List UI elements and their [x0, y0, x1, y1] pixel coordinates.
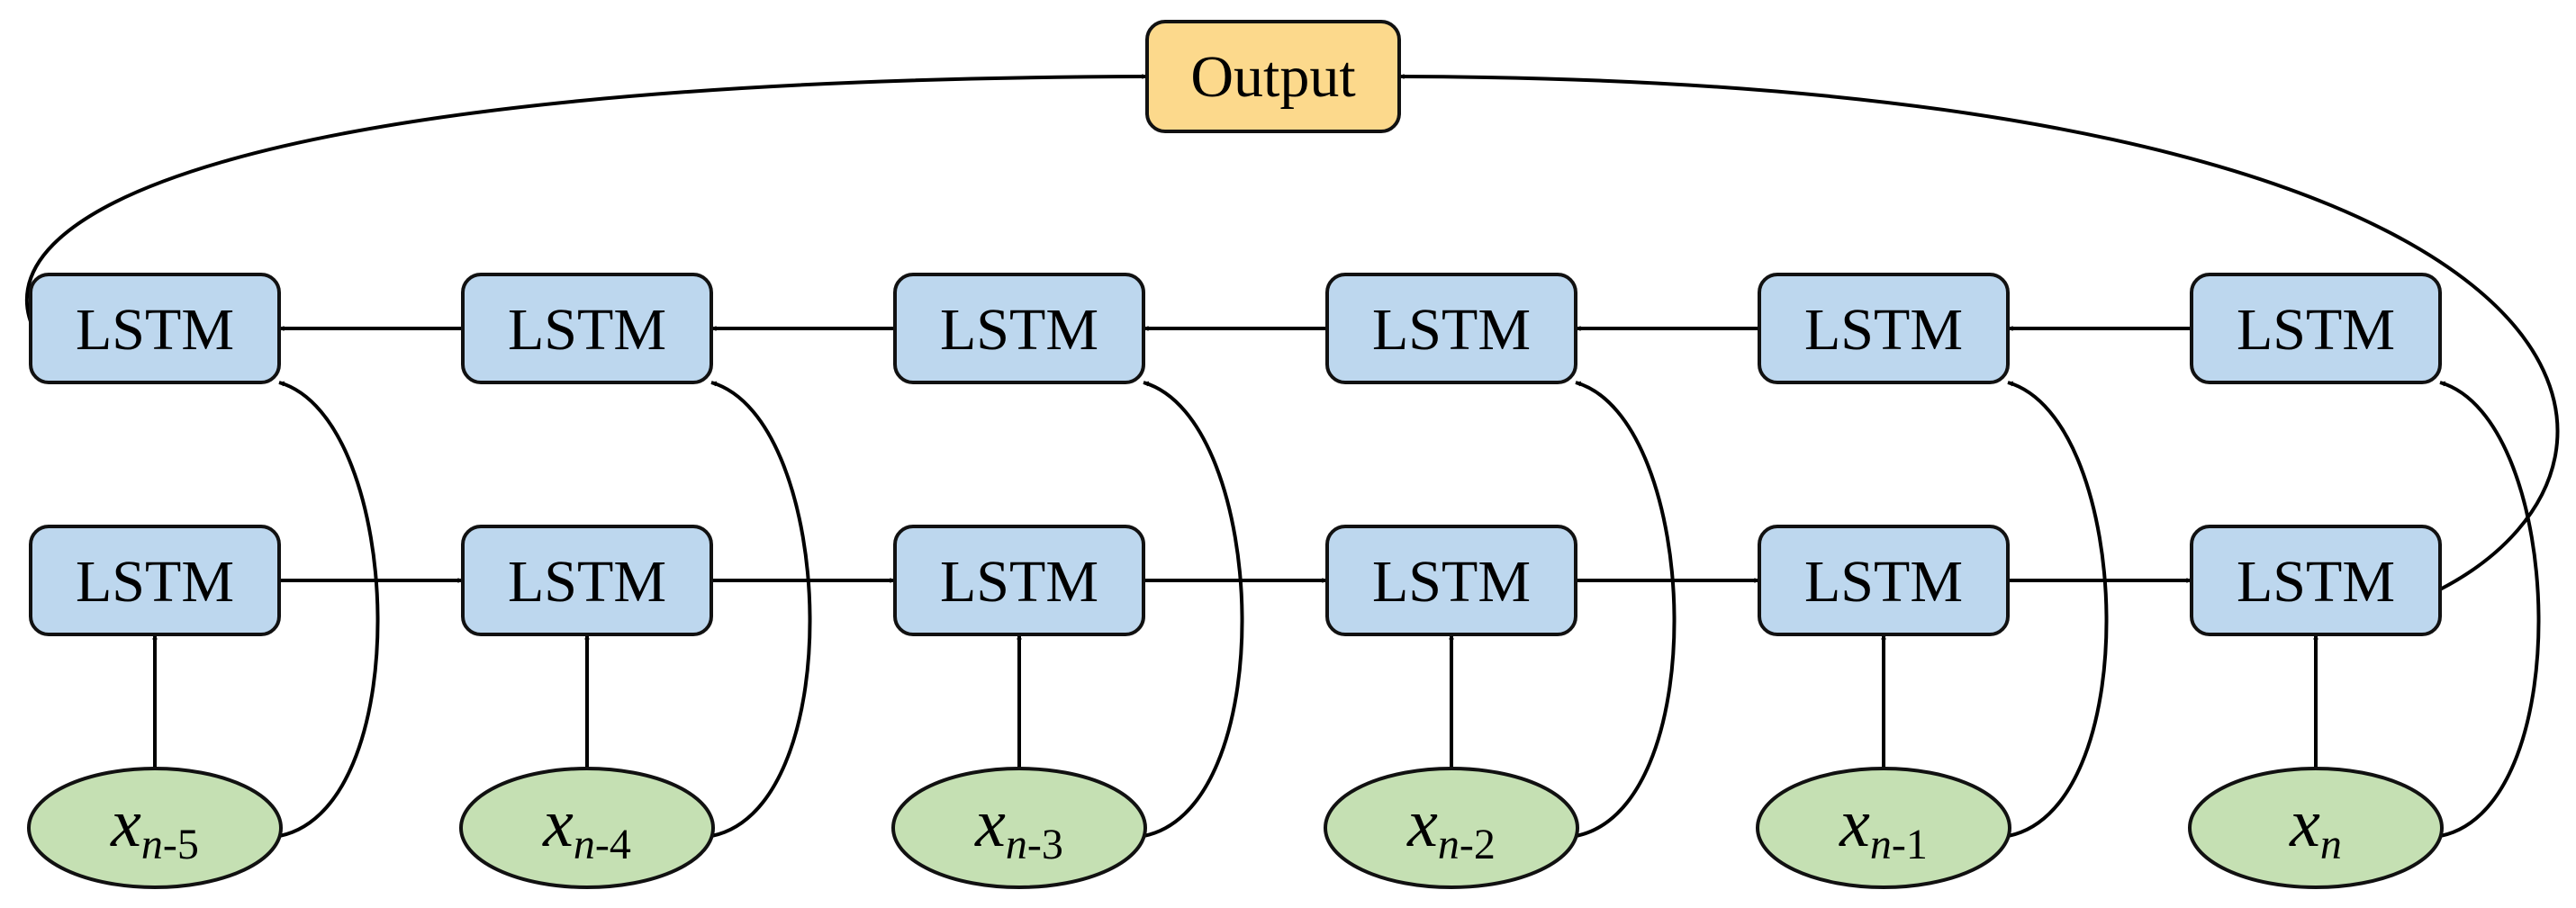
input-to-backward-arrow [2002, 381, 2109, 839]
input-ellipse [459, 767, 715, 889]
backward-lstm-6-label: LSTM [2237, 297, 2395, 363]
forward-lstm-3-label: LSTM [940, 549, 1098, 615]
input-subscript-var: n [141, 821, 163, 868]
input-base: x [2289, 786, 2320, 861]
input-ellipse [2188, 767, 2444, 889]
forward-lstm-1-label: LSTM [76, 549, 234, 615]
forward-lstm-5-label: LSTM [1804, 549, 1963, 615]
input-subscript-var: n [2320, 821, 2342, 868]
backward-lstm-4-label: LSTM [1372, 297, 1531, 363]
backward-lstm-1-box [29, 273, 281, 384]
backward-lstm-5-label: LSTM [1804, 297, 1963, 363]
input-subscript-index: -4 [595, 821, 631, 868]
input-node-6: xn [2188, 767, 2444, 889]
input-label: xn-2 [1406, 786, 1496, 868]
input-subscript-var: n [1438, 821, 1460, 868]
input-subscript-var: n [574, 821, 595, 868]
input-subscript-index: -3 [1027, 821, 1063, 868]
backward-lstm-5: LSTM [1758, 273, 2010, 384]
input-to-backward-arrow [273, 381, 380, 839]
forward-lstm-1: LSTM [29, 525, 281, 636]
input-ellipse [1324, 767, 1579, 889]
backward-lstm-3: LSTM [893, 273, 1145, 384]
input-label: xn-5 [110, 786, 199, 868]
forward-lstm-5: LSTM [1758, 525, 2010, 636]
forward-lstm-2-box [461, 525, 713, 636]
backward-lstm-2: LSTM [461, 273, 713, 384]
forward-lstm-3: LSTM [893, 525, 1145, 636]
input-label: xn-3 [974, 786, 1063, 868]
backward-lstm-2-label: LSTM [508, 297, 666, 363]
forward-lstm-6-label: LSTM [2237, 549, 2395, 615]
backward-lstm-1: LSTM [29, 273, 281, 384]
input-node-1: xn-5 [27, 767, 283, 889]
output-node: Output [1145, 20, 1401, 133]
backward-lstm-5-box [1758, 273, 2010, 384]
input-ellipse [1756, 767, 2011, 889]
backward-lstm-4: LSTM [1325, 273, 1577, 384]
input-base: x [974, 786, 1006, 861]
backward-lstm-6-box [2190, 273, 2442, 384]
backward-to-output-arrow [24, 74, 1148, 335]
input-node-2: xn-4 [459, 767, 715, 889]
input-node-4: xn-2 [1324, 767, 1579, 889]
forward-lstm-4-label: LSTM [1372, 549, 1531, 615]
input-subscript-var: n [1006, 821, 1027, 868]
forward-lstm-2-label: LSTM [508, 549, 666, 615]
input-to-backward-arrow [705, 381, 812, 839]
backward-lstm-4-box [1325, 273, 1577, 384]
input-node-3: xn-3 [891, 767, 1147, 889]
forward-lstm-6: LSTM [2190, 525, 2442, 636]
input-subscript-index: -1 [1892, 821, 1928, 868]
input-label: xn-1 [1839, 786, 1928, 868]
output-box [1145, 20, 1401, 133]
input-subscript-index: -2 [1460, 821, 1496, 868]
input-subscript-var: n [1870, 821, 1892, 868]
forward-lstm-4: LSTM [1325, 525, 1577, 636]
input-base: x [1839, 786, 1870, 861]
backward-lstm-2-box [461, 273, 713, 384]
input-label: xn [2289, 786, 2342, 868]
input-base: x [542, 786, 574, 861]
backward-lstm-3-box [893, 273, 1145, 384]
input-to-backward-arrow [1137, 381, 1244, 839]
forward-lstm-2: LSTM [461, 525, 713, 636]
input-base: x [110, 786, 141, 861]
forward-lstm-1-box [29, 525, 281, 636]
forward-lstm-6-box [2190, 525, 2442, 636]
input-to-backward-arrow [1569, 381, 1677, 839]
forward-lstm-4-box [1325, 525, 1577, 636]
input-node-5: xn-1 [1756, 767, 2011, 889]
backward-lstm-6: LSTM [2190, 273, 2442, 384]
input-subscript-index: -5 [163, 821, 199, 868]
backward-lstm-1-label: LSTM [76, 297, 234, 363]
forward-to-output-arrow [1398, 74, 2560, 591]
input-ellipse [27, 767, 283, 889]
edges [24, 74, 2560, 839]
forward-lstm-5-box [1758, 525, 2010, 636]
backward-lstm-3-label: LSTM [940, 297, 1098, 363]
input-to-backward-arrow [2434, 381, 2541, 839]
input-ellipse [891, 767, 1147, 889]
input-base: x [1406, 786, 1438, 861]
input-label: xn-4 [542, 786, 631, 868]
output-label: Output [1190, 44, 1355, 110]
forward-lstm-3-box [893, 525, 1145, 636]
